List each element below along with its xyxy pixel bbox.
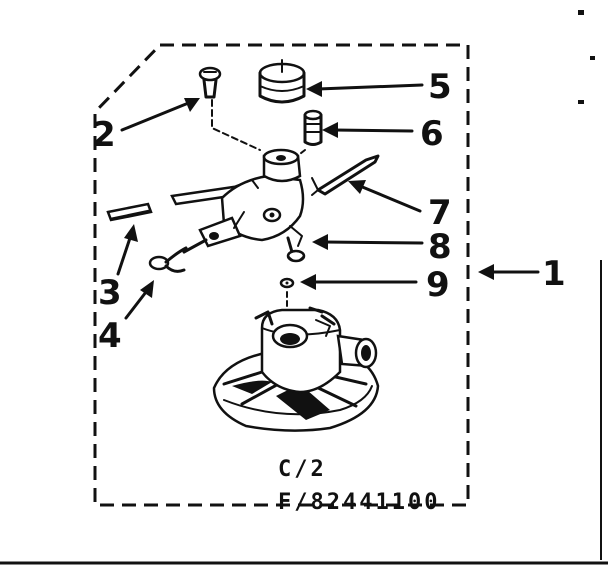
part-washer	[279, 277, 295, 289]
callout-1: 1	[542, 254, 566, 294]
screw-leader	[211, 99, 261, 151]
part-spring	[148, 246, 188, 273]
callout-3: 3	[98, 273, 122, 313]
callout-4: 4	[98, 316, 122, 356]
part-lever	[311, 154, 380, 196]
assembly-boundary	[93, 43, 470, 507]
part-cap	[258, 59, 306, 104]
part-screw	[198, 66, 222, 99]
caption-line-1: C/2	[278, 457, 327, 482]
callout-5: 5	[428, 67, 452, 107]
caption-line-2: F/82441100	[278, 490, 440, 515]
callout-8: 8	[428, 227, 452, 267]
part-pin	[286, 236, 306, 263]
part-cam-assembly	[170, 148, 305, 254]
callout-6: 6	[420, 114, 444, 154]
corner-specks	[578, 10, 595, 104]
part-clip	[106, 202, 153, 222]
part-base-housing	[212, 306, 380, 432]
part-sleeve	[303, 109, 323, 146]
callout-2: 2	[92, 115, 116, 155]
callout-7: 7	[428, 193, 452, 233]
leader-arrows	[116, 81, 540, 320]
callout-9: 9	[426, 265, 450, 305]
